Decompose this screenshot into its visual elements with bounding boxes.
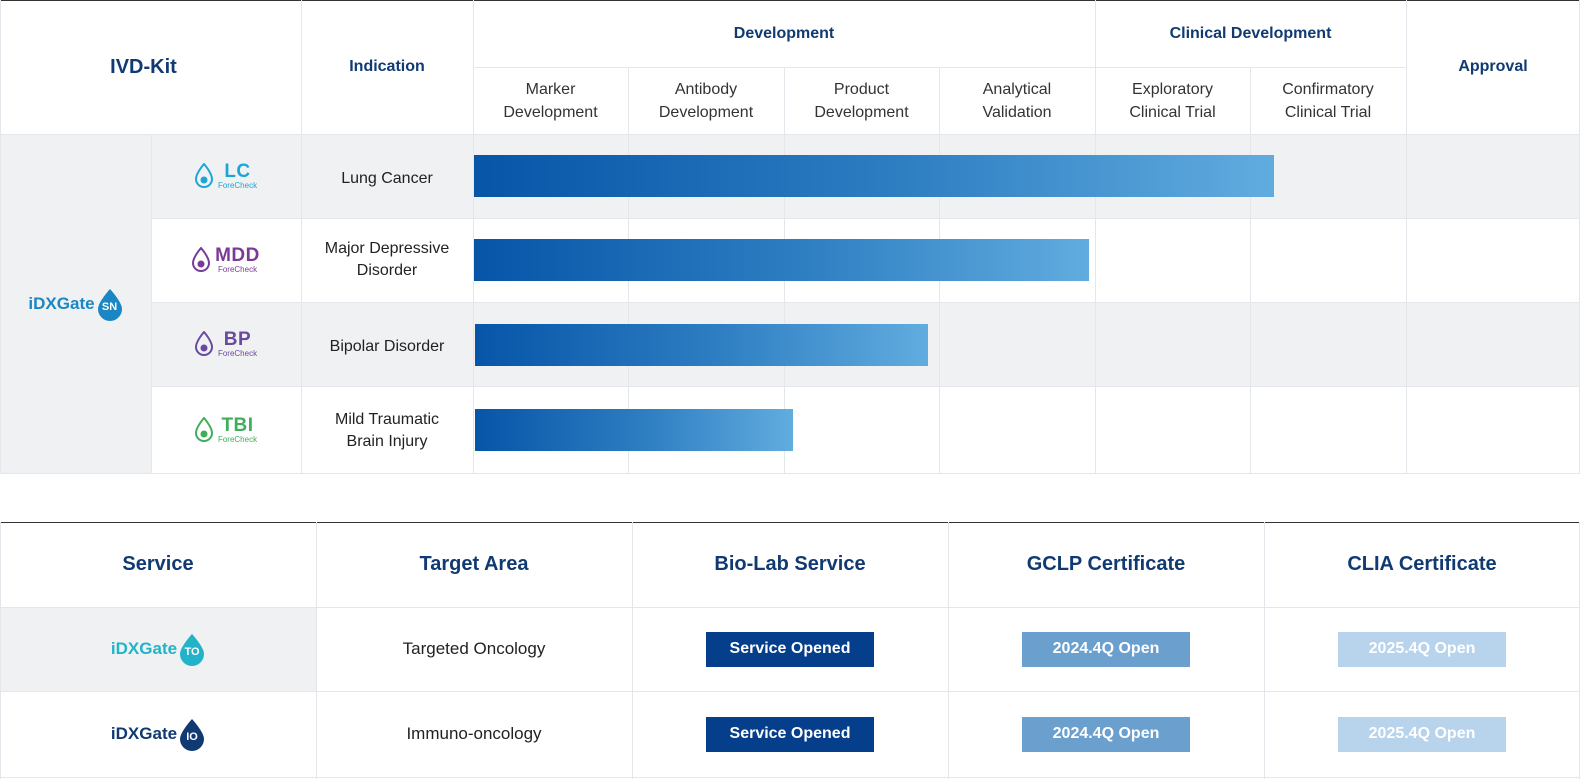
grid-line — [0, 134, 1580, 135]
header-ivd-kit: IVD-Kit — [110, 55, 177, 78]
kit-logo-text: BP — [223, 329, 252, 350]
service-header-clia-certificate: CLIA Certificate — [1347, 553, 1497, 575]
progress-bar-lung-cancer — [474, 155, 1274, 197]
service-brand-to: iDXGate TO — [0, 607, 316, 691]
service-brand-name: iDXGate — [110, 639, 178, 658]
droplet-icon: SN — [97, 289, 123, 321]
kit-logo-text: MDD — [215, 245, 260, 266]
grid-line — [0, 691, 1580, 692]
grid-line — [301, 0, 302, 474]
platform-badge: SN — [101, 301, 118, 313]
service-badge: IO — [186, 731, 198, 743]
target-area-immuno-oncology: Immuno-oncology — [406, 724, 542, 743]
clia-status-badge: 2025.4Q Open — [1338, 631, 1506, 667]
service-brand-name: iDXGate — [110, 724, 178, 743]
grid-line — [0, 607, 1580, 608]
service-brand-io: iDXGate IO — [0, 691, 316, 777]
target-area-targeted-oncology: Targeted Oncology — [402, 639, 546, 658]
kit-logo-subtext: ForeCheck — [217, 265, 258, 274]
grid-line — [948, 522, 949, 779]
service-header-target-area: Target Area — [419, 553, 529, 575]
forecheck-drop-icon — [194, 163, 213, 189]
grid-line — [632, 522, 633, 779]
gclp-status-badge: 2024.4Q Open — [1022, 631, 1190, 667]
progress-bar-bipolar-disorder — [475, 324, 928, 366]
forecheck-drop-icon — [192, 247, 211, 273]
grid-line — [151, 218, 1580, 219]
kit-logo-subtext: ForeCheck — [217, 181, 258, 190]
gclp-status-badge: 2024.4Q Open — [1022, 716, 1190, 752]
forecheck-drop-icon — [194, 416, 213, 443]
gclp-status-cell: 2024.4Q Open — [948, 607, 1264, 691]
service-badge: TO — [184, 646, 200, 658]
grid-line — [1264, 522, 1265, 779]
indication-bipolar-disorder: Bipolar Disorder — [329, 338, 445, 355]
biolab-status-cell: Service Opened — [632, 607, 948, 691]
grid-line — [151, 302, 1580, 303]
biolab-status-badge: Service Opened — [706, 631, 874, 667]
platform-column-band — [0, 218, 151, 302]
kit-logo-subtext: ForeCheck — [217, 434, 258, 444]
clia-status-cell: 2025.4Q Open — [1264, 691, 1580, 777]
header-indication: Indication — [349, 58, 425, 75]
biolab-status-badge: Service Opened — [706, 716, 874, 752]
biolab-status-cell: Service Opened — [632, 691, 948, 777]
forecheck-drop-icon — [194, 331, 213, 357]
grid-line — [0, 522, 1, 779]
progress-bar-major-depressive-disorder — [474, 239, 1089, 281]
clia-status-cell: 2025.4Q Open — [1264, 607, 1580, 691]
service-top-border — [0, 522, 1580, 523]
platform-column-band-bottom — [0, 386, 151, 474]
service-header-bio-lab-service: Bio-Lab Service — [714, 553, 866, 575]
kit-logo-subtext: ForeCheck — [217, 349, 258, 358]
grid-line — [1095, 0, 1096, 474]
indication-lung-cancer: Lung Cancer — [341, 170, 433, 187]
grid-line — [473, 0, 474, 474]
grid-line — [1406, 0, 1407, 474]
header-development: Development — [733, 24, 835, 42]
droplet-icon: TO — [179, 634, 205, 666]
kit-logo-text: LC — [224, 161, 251, 182]
gclp-status-cell: 2024.4Q Open — [948, 691, 1264, 777]
droplet-icon: IO — [179, 719, 205, 751]
platform-brand-sn: iDXGate SN — [0, 134, 151, 474]
service-brand-band — [0, 607, 316, 691]
pipeline-table: IVD-Kit Indication Development Clinical … — [0, 0, 1580, 474]
service-header-service: Service — [122, 553, 194, 575]
header-approval: Approval — [1458, 58, 1528, 75]
grid-line — [1250, 67, 1251, 474]
grid-line — [151, 134, 152, 474]
platform-brand-name: iDXGate — [28, 294, 95, 313]
grid-line — [0, 473, 1580, 474]
top-border — [0, 0, 1580, 1]
grid-line — [0, 777, 1580, 778]
grid-line — [151, 386, 1580, 387]
grid-line — [316, 522, 317, 779]
kit-logo-text: TBI — [221, 414, 254, 436]
clia-status-badge: 2025.4Q Open — [1338, 716, 1506, 752]
service-table: Service Target Area Bio-Lab Service GCLP… — [0, 522, 1580, 779]
grid-line — [0, 0, 1, 474]
service-header-gclp-certificate: GCLP Certificate — [1026, 553, 1186, 575]
progress-bar-mild-traumatic-brain-injury — [475, 409, 793, 451]
header-clinical-development: Clinical Development — [1169, 24, 1332, 42]
